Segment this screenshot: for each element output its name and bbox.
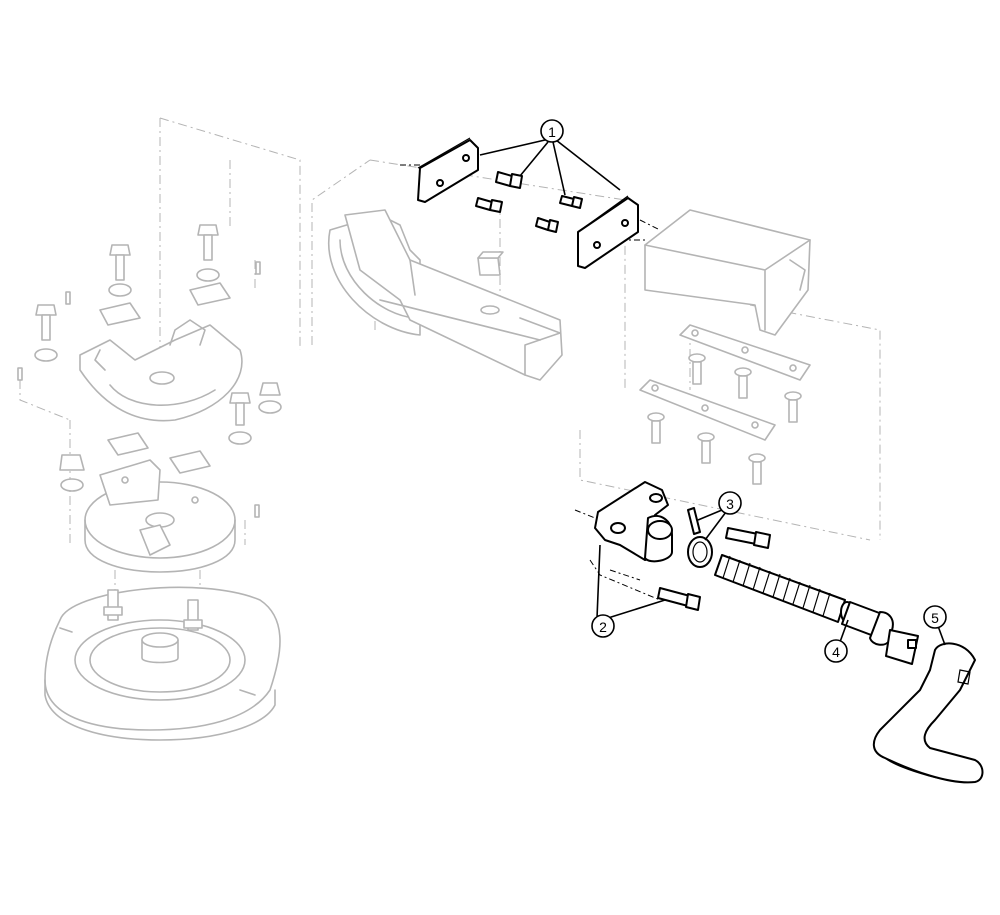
callout-2: 2	[591, 544, 666, 638]
hex-bolt	[35, 224, 251, 426]
washer	[34, 268, 282, 492]
swivel-middle-base	[84, 459, 236, 573]
stud-bolt	[103, 589, 203, 631]
svg-text:5: 5	[931, 610, 939, 626]
swivel-upper-cradle	[79, 319, 243, 422]
swivel-bottom-plate	[44, 586, 281, 741]
cap-screw	[725, 527, 771, 549]
collar-nut	[687, 536, 713, 568]
dowel-pin	[17, 261, 261, 518]
screw-bracket	[574, 481, 701, 611]
callout-3: 3	[697, 491, 742, 541]
gib-screw	[647, 353, 802, 485]
lead-screw-nut-set	[687, 507, 771, 568]
movable-jaw	[579, 209, 881, 541]
callout-1: 1	[479, 119, 621, 196]
callout-5: 5	[923, 605, 947, 646]
jaw-plate-screw	[475, 171, 583, 233]
svg-text:2: 2	[599, 619, 607, 635]
swivel-base-assembly	[17, 117, 301, 741]
jaw-plate-left	[417, 137, 479, 203]
roll-pin	[687, 507, 701, 535]
bracket-screw	[657, 587, 701, 611]
svg-text:3: 3	[726, 496, 734, 512]
svg-text:4: 4	[832, 644, 840, 660]
lead-screw	[714, 554, 919, 665]
svg-text:1: 1	[548, 124, 556, 140]
fixed-jaw-body	[311, 159, 626, 390]
crank-handle	[872, 642, 984, 784]
jaw-plate-right	[577, 195, 639, 269]
callout-4: 4	[824, 619, 849, 663]
jaw-plate-set	[400, 137, 661, 269]
clamp-block	[99, 282, 231, 474]
